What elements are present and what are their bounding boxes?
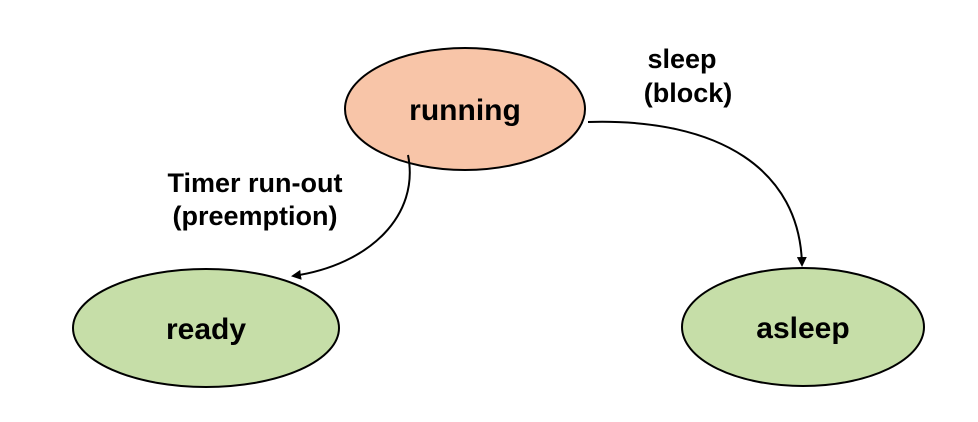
state-ready: ready bbox=[72, 268, 340, 388]
state-running: running bbox=[344, 47, 586, 171]
transition-label-sleep-line1: sleep bbox=[647, 44, 716, 74]
transition-label-preemption-line1: Timer run-out bbox=[168, 168, 343, 198]
state-ready-shape bbox=[72, 268, 340, 388]
state-running-label: running bbox=[409, 94, 521, 127]
state-ready-label: ready bbox=[166, 313, 246, 346]
transition-label-preemption-line2: (preemption) bbox=[173, 201, 338, 231]
state-running-shape bbox=[344, 47, 586, 171]
state-asleep: asleep bbox=[681, 267, 925, 387]
state-asleep-shape bbox=[681, 267, 925, 387]
transition-label-sleep-line2: (block) bbox=[644, 78, 733, 108]
transition-arrow-preemption bbox=[291, 154, 411, 280]
transition-arrow-sleep bbox=[587, 120, 807, 267]
state-asleep-label: asleep bbox=[756, 312, 849, 345]
